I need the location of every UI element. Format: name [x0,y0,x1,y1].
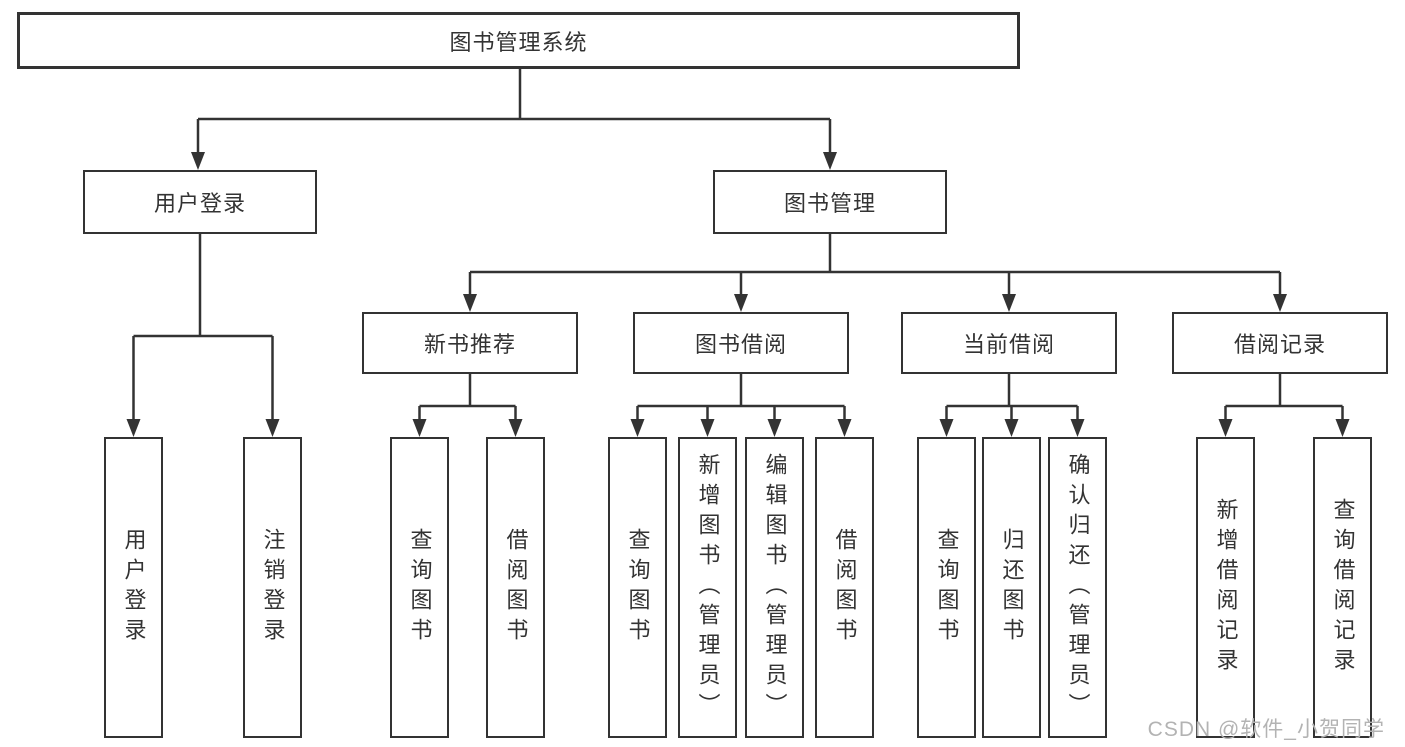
node-new-book-recommend: 新书推荐 [362,312,578,374]
leaf-label: 新增借阅记录 [1213,497,1239,678]
node-label: 图书管理系统 [449,29,588,55]
leaf-label: 用户登录 [121,527,147,648]
arrowhead [508,419,523,437]
arrowhead [734,294,748,312]
arrowhead [1002,294,1016,312]
connector-bookmgmt-to-level3 [468,234,1282,295]
leaf-return-books: 归还图书 [982,437,1041,738]
arrowhead [939,419,954,437]
node-current-borrow: 当前借阅 [901,312,1117,374]
node-book-borrow: 图书借阅 [633,312,849,374]
leaf-query-books: 查询图书 [608,437,667,738]
arrowhead [1004,419,1019,437]
leaf-label: 编辑图书（管理员） [762,452,788,723]
arrowhead [1070,419,1085,437]
connector-userlogin-to-leaves [132,234,274,420]
node-label: 图书管理 [783,191,876,216]
node-label: 当前借阅 [962,332,1055,357]
leaf-label: 新增图书（管理员） [695,452,721,723]
csdn-watermark: CSDN @软件_小贺同学 [1147,718,1385,741]
leaf-borrow-books: 借阅图书 [486,437,545,738]
leaf-query-books: 查询图书 [390,437,449,738]
leaf-label: 借阅图书 [503,527,529,648]
leaf-label: 借阅图书 [832,527,858,648]
leaf-add-borrow-record: 新增借阅记录 [1196,437,1255,738]
leaf-label: 注销登录 [260,527,286,648]
arrowhead [1273,294,1287,312]
leaf-label: 查询借阅记录 [1330,497,1356,678]
arrowhead [767,419,782,437]
node-library-management-system: 图书管理系统 [17,12,1020,69]
leaf-logout: 注销登录 [243,437,302,738]
leaf-edit-books-admin: 编辑图书（管理员） [745,437,804,738]
leaf-label: 查询图书 [407,527,433,648]
arrowhead [463,294,477,312]
connector-newbook-to-leaves [418,374,517,420]
leaf-borrow-books: 借阅图书 [815,437,874,738]
connector-current-to-leaves [945,374,1079,420]
connector-borrow-to-leaves [636,374,846,420]
arrowhead [191,152,205,170]
leaf-confirm-return-admin: 确认归还（管理员） [1048,437,1107,738]
leaf-user-login: 用户登录 [104,437,163,738]
arrowhead [265,419,280,437]
arrowhead [700,419,715,437]
arrowhead [412,419,427,437]
node-label: 图书借阅 [694,332,787,357]
node-label: 新书推荐 [423,332,516,357]
leaf-add-books-admin: 新增图书（管理员） [678,437,737,738]
leaf-label: 查询图书 [625,527,651,648]
node-label: 借阅记录 [1233,332,1326,357]
arrowhead [1218,419,1233,437]
node-label: 用户登录 [153,191,246,216]
node-user-login: 用户登录 [83,170,317,234]
leaf-query-borrow-record: 查询借阅记录 [1313,437,1372,738]
leaf-label: 查询图书 [934,527,960,648]
arrowhead [126,419,141,437]
leaf-label: 确认归还（管理员） [1065,452,1091,723]
arrowhead [1335,419,1350,437]
node-borrow-records: 借阅记录 [1172,312,1388,374]
connector-records-to-leaves [1224,374,1344,420]
leaf-label: 归还图书 [999,527,1025,648]
leaf-query-books: 查询图书 [917,437,976,738]
arrowhead [837,419,852,437]
arrowhead [823,152,837,170]
arrowhead [630,419,645,437]
node-book-management: 图书管理 [713,170,947,234]
connector-root-to-level2 [196,69,832,153]
